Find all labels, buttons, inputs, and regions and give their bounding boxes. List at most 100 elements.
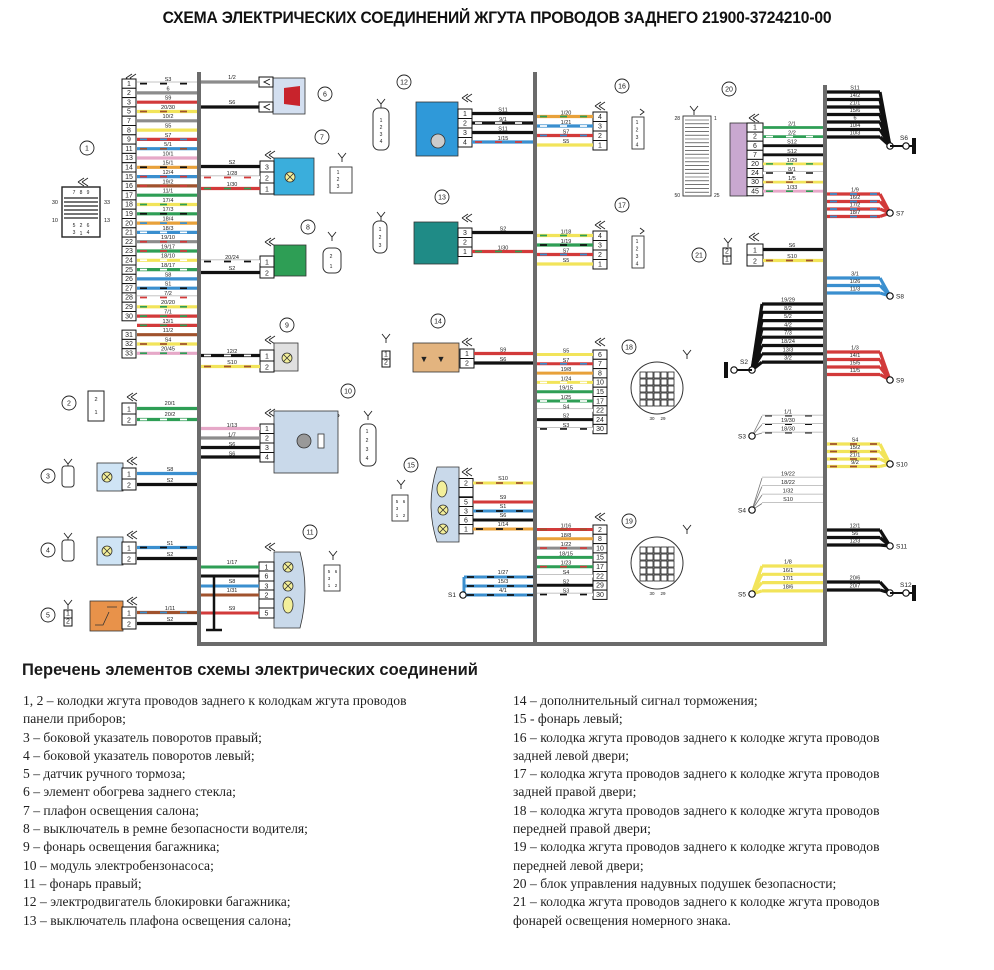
lamp-cross	[284, 582, 292, 590]
pin-number: 14	[125, 165, 133, 172]
pin-number: 1	[66, 611, 70, 618]
component-number-circle	[340, 383, 356, 399]
connector-socket	[667, 385, 675, 393]
cabin-lamp-switch-body	[413, 221, 459, 265]
wire-label: 9/1	[499, 117, 507, 123]
pin-number: 2	[127, 90, 131, 97]
connector-socket	[660, 385, 668, 393]
wire-label: 1/19	[561, 239, 572, 245]
splice-node	[730, 366, 738, 374]
pin-number: 24	[125, 258, 133, 265]
pin-number: 1	[265, 260, 269, 267]
connector-socket	[660, 553, 668, 561]
motor-icon	[296, 433, 312, 449]
wire-label: S2	[229, 160, 236, 166]
pin-number: 17	[125, 192, 133, 199]
legend-left-column: 1, 2 – колодки жгута проводов заднего к …	[23, 692, 513, 930]
pin-number: 3	[598, 124, 602, 131]
wire-label: 1/8	[784, 560, 792, 566]
pin-number: 31	[125, 332, 133, 339]
wire-label: 20/24	[225, 255, 239, 261]
plug-arrow-icon	[264, 408, 276, 418]
pin-number: 1	[265, 426, 269, 433]
pin-number: 2	[465, 361, 469, 368]
wire-label: 3/1	[851, 272, 859, 278]
wire-label: S4	[563, 570, 570, 576]
extra-brake-light-body	[412, 342, 460, 373]
wire-label: 1/22	[561, 542, 572, 548]
pin-number: 21	[125, 230, 133, 237]
ground-icon	[724, 362, 728, 378]
wire-label: 1/21	[561, 120, 572, 126]
legend-line: 9 – фонарь освещения багажника;	[23, 839, 220, 855]
legend-line: 17 – колодка жгута проводов заднего к ко…	[513, 766, 880, 782]
legend-line: 11 – фонарь правый;	[23, 875, 142, 891]
pin-number: 2	[127, 483, 131, 490]
wire-label: S10	[498, 476, 508, 482]
pin-number: 30	[596, 592, 604, 599]
plug-arrow-icon	[461, 467, 473, 477]
pin-number: 10	[596, 545, 604, 552]
component-number-circle	[79, 140, 95, 156]
connector-socket	[639, 574, 647, 582]
connector-fork-icon	[328, 550, 338, 560]
face-pin: 1	[337, 170, 340, 176]
face-pin: 2	[80, 223, 83, 229]
wire-label: 17/4	[163, 198, 174, 204]
face-pin: 1	[636, 120, 639, 126]
wire-label: 19/22	[781, 472, 795, 478]
pin-number: 2	[598, 527, 602, 534]
pin-box	[121, 311, 137, 322]
pin-number: 17	[596, 564, 604, 571]
wire-label: S2	[500, 227, 507, 233]
wire-label: 12/1	[850, 524, 861, 530]
wire-label: 20/6	[850, 576, 861, 582]
face-pin: 9	[87, 190, 90, 196]
pin-number: 30	[751, 179, 759, 186]
wire-label: S4	[852, 438, 859, 444]
airbag-connector-face	[682, 115, 712, 197]
wire-label: S12	[787, 140, 797, 146]
pin-number: 1	[127, 81, 131, 88]
wire-label: S5	[165, 124, 172, 130]
wire-label: 2/2	[788, 131, 796, 137]
pin-number: 1	[753, 125, 757, 132]
pin-number: 20	[125, 220, 133, 227]
component-number: 11	[306, 530, 313, 537]
face-pin: 3	[73, 230, 76, 236]
wire-label: 1/1	[784, 410, 792, 416]
wire-label: 1/33	[787, 185, 798, 191]
wire-label: S6	[852, 531, 859, 537]
wire-label: 20/7	[850, 584, 861, 590]
wire-label: S2	[167, 552, 174, 558]
pin-number: 7	[753, 152, 757, 159]
plug-arrow-icon	[748, 113, 760, 123]
wire-label: 8/1	[788, 167, 796, 173]
legend-line: 18 – колодка жгута проводов заднего к ко…	[513, 802, 880, 818]
legend-line: задней левой двери;	[513, 747, 630, 763]
splice-label: S5	[738, 592, 746, 599]
wire-label: 5/2	[784, 314, 792, 320]
wire-label: S3	[563, 589, 570, 595]
connector-fork-icon	[381, 333, 391, 343]
face-pin: 3	[636, 254, 639, 260]
component-number-circle	[614, 78, 630, 94]
pin-number: 30	[596, 426, 604, 433]
face-pin: 1	[366, 429, 369, 435]
led-icon: ▼	[437, 354, 446, 364]
connector-socket	[653, 567, 661, 575]
face-pin: 3	[636, 135, 639, 141]
connector-socket	[646, 378, 654, 386]
connector-socket	[639, 546, 647, 554]
pin-number: 24	[751, 170, 759, 177]
face-pin: 2	[636, 247, 639, 253]
plug-arrow-icon	[77, 177, 89, 187]
pin-box	[63, 617, 73, 627]
wire-label: 17/3	[163, 207, 174, 213]
connector-socket	[639, 567, 647, 575]
harness-bus-middle	[533, 72, 537, 646]
wire-label: S2	[229, 266, 236, 272]
component-number: 13	[438, 195, 446, 202]
connector-fork-icon	[396, 479, 406, 489]
pin-number: 2	[265, 436, 269, 443]
